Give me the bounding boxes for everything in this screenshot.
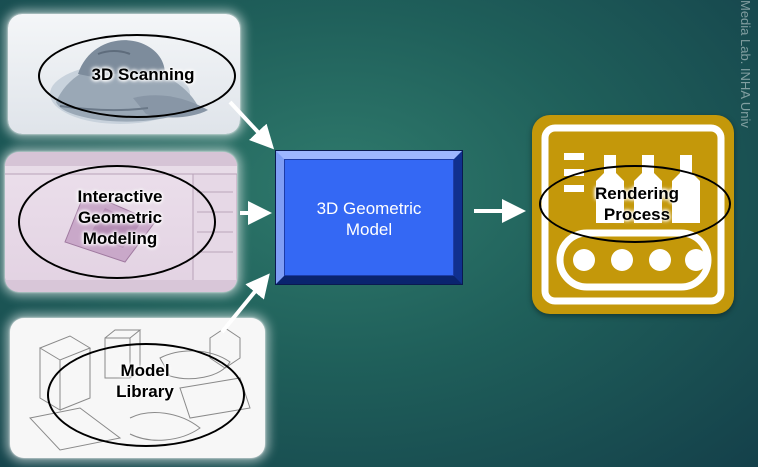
interactive-modeling-card: Interactive Geometric Modeling	[5, 152, 237, 292]
model-label-line-2: Model	[345, 220, 393, 239]
rendering-label-line-1: Rendering	[594, 184, 680, 203]
interactive-label-line-1: Interactive	[77, 187, 163, 206]
scanning-ellipse	[38, 34, 236, 118]
arrow-library-to-model	[220, 273, 270, 334]
arrow-scanning-to-model	[228, 100, 275, 150]
rendering-ellipse	[539, 165, 731, 243]
factory-rendering-icon: Rendering Process	[532, 115, 734, 314]
model-library-label: Model Library	[70, 360, 220, 402]
interactive-label-line-3: Modeling	[82, 229, 158, 248]
geometric-model-label: 3D Geometric Model	[285, 198, 453, 240]
watermark-text: Media Lab. INHA Univ	[738, 0, 753, 128]
interactive-modeling-ellipse	[18, 165, 216, 279]
library-label-line-2: Library	[116, 382, 174, 401]
interactive-modeling-label: Interactive Geometric Modeling	[45, 186, 195, 249]
model-label-line-1: 3D Geometric	[316, 199, 422, 218]
model-library-ellipse	[47, 343, 245, 447]
scanning-card: 3D Scanning	[8, 14, 240, 134]
model-library-card: Model Library	[10, 318, 265, 458]
rendering-label-line-2: Process	[603, 205, 671, 224]
scanning-label: 3D Scanning	[91, 65, 195, 84]
library-label-line-1: Model	[120, 361, 170, 380]
rendering-label: Rendering Process	[562, 183, 712, 225]
interactive-label-line-2: Geometric	[77, 208, 163, 227]
geometric-model-box: 3D Geometric Model	[275, 150, 463, 285]
